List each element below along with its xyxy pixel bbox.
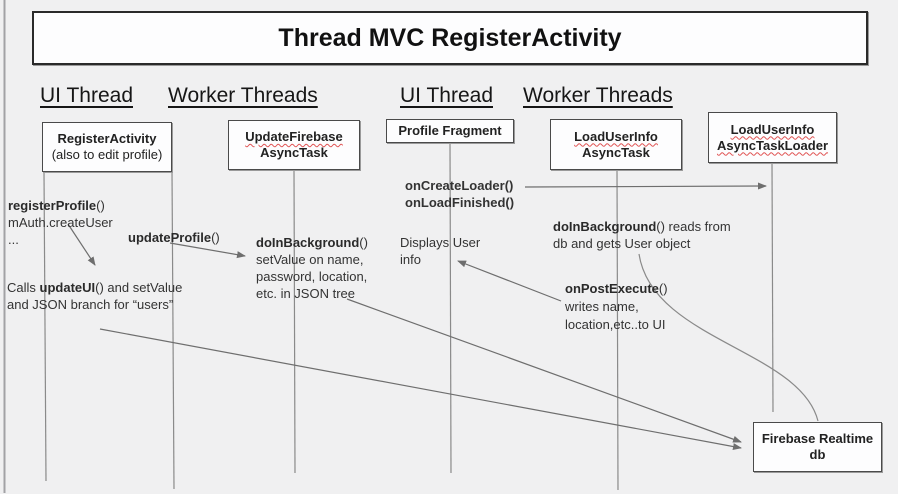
arrow-register-to-updateui: [67, 223, 96, 266]
diagram-title: Thread MVC RegisterActivity: [278, 23, 622, 52]
diagram-title-box: Thread MVC RegisterActivity: [32, 11, 868, 65]
arrow-onpostexecute-to-ui: [457, 260, 562, 302]
actor-firebase-line1: Firebase Realtime: [761, 431, 874, 446]
actor-load-task-line1: LoadUserInfo: [574, 128, 658, 144]
actor-register-activity-subtitle: (also to edit profile): [51, 147, 163, 162]
actor-load-task-line2: AsyncTask: [582, 144, 650, 160]
actor-register-activity-name: RegisterActivity: [57, 131, 157, 146]
arrow-oncreateloader: [524, 182, 767, 190]
actor-loader-line1: LoadUserInfo: [730, 121, 815, 137]
lifeline-load-user-info-asynctaskloader: [771, 162, 774, 413]
annotation-calls-update-ui: Calls updateUI() and setValue and JSON b…: [7, 280, 183, 312]
annotation-displays-user-info: Displays User info: [400, 235, 481, 267]
arrow-update-profile: [169, 242, 246, 259]
lifeline-register-activity-right: [171, 171, 175, 490]
arrow-registeractivity-to-firebase: [99, 328, 742, 450]
lane-header-ui-thread-1: UI Thread: [40, 84, 133, 107]
actor-update-firebase-line2: AsyncTask: [260, 145, 328, 160]
lifeline-register-activity-left: [43, 171, 47, 482]
actor-firebase-realtime-db: Firebase Realtime db: [753, 422, 882, 472]
lane-header-worker-threads-1: Worker Threads: [168, 84, 318, 107]
actor-update-firebase-asynctask: UpdateFirebase AsyncTask: [228, 120, 360, 170]
actor-load-user-info-asynctask: LoadUserInfo AsyncTask: [550, 119, 682, 170]
actor-update-firebase-line1: UpdateFirebase: [245, 129, 343, 144]
lifeline-update-firebase-asynctask: [293, 169, 296, 474]
annotation-register-profile: registerProfile() mAuth.createUser ...: [8, 198, 113, 247]
lifeline-profile-fragment: [449, 142, 452, 474]
curve-loader-reads-firebase: [638, 253, 819, 422]
actor-firebase-line2: db: [809, 447, 826, 462]
arrow-asynctask-to-firebase: [346, 298, 742, 443]
actor-load-user-info-asynctaskloader: LoadUserInfo AsyncTaskLoader: [708, 112, 837, 163]
annotation-do-in-background-read: doInBackground() reads from db and gets …: [553, 219, 731, 251]
lifeline-load-user-info-asynctask: [616, 169, 619, 491]
actor-loader-line2: AsyncTaskLoader: [716, 137, 829, 153]
actor-profile-fragment-name: Profile Fragment: [398, 123, 502, 138]
annotation-do-in-background-write: doInBackground() setValue on name, passw…: [256, 235, 368, 301]
annotation-on-post-execute: onPostExecute() writes name, location,et…: [565, 281, 668, 332]
lane-header-ui-thread-2: UI Thread: [400, 84, 493, 107]
annotation-update-profile: updateProfile(): [128, 230, 220, 245]
lane-header-worker-threads-2: Worker Threads: [523, 84, 673, 107]
actor-profile-fragment: Profile Fragment: [386, 119, 514, 143]
annotation-on-create-loader: onCreateLoader() onLoadFinished(): [405, 178, 515, 210]
actor-register-activity: RegisterActivity (also to edit profile): [42, 122, 172, 172]
